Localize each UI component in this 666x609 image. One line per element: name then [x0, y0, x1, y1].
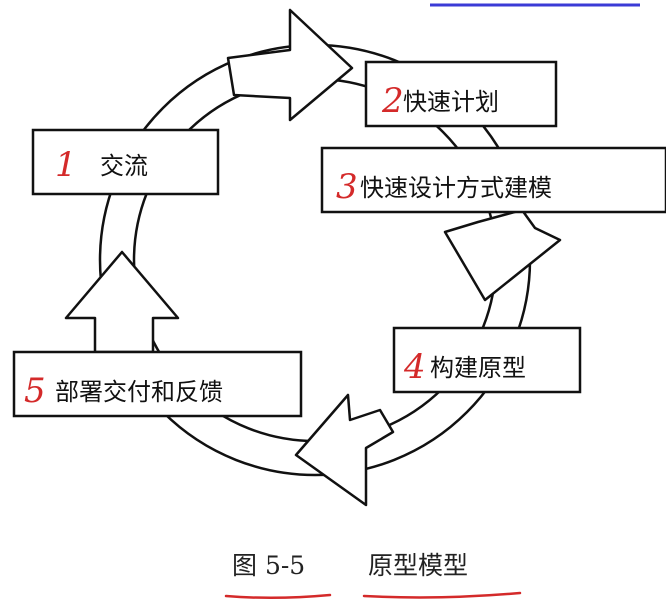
arrow-to-step-1-icon	[64, 250, 180, 354]
step-box-4: 4 构建原型	[392, 326, 582, 394]
step-number-1: 1	[55, 145, 77, 185]
arrow-to-step-4-icon	[443, 208, 562, 302]
step-number-4: 4	[403, 347, 426, 387]
arrow-to-step-5-icon	[294, 393, 395, 507]
step-label-3: 快速设计方式建模	[360, 174, 552, 202]
figure-title: 原型模型	[368, 551, 468, 580]
step-label-5: 部署交付和反馈	[55, 378, 223, 406]
figure-number: 图 5-5	[232, 551, 305, 580]
step-number-2: 2	[381, 81, 404, 121]
step-number-3: 3	[336, 167, 358, 207]
step-box-1: 1 交流	[31, 128, 220, 196]
step-label-4: 构建原型	[430, 354, 526, 382]
step-box-5: 5 部署交付和反馈	[12, 350, 303, 418]
figure-number-underline	[224, 593, 332, 600]
step-label-1: 交流	[100, 152, 148, 180]
arrow-to-step-2-icon	[226, 8, 354, 122]
step-box-2: 2 快速计划	[364, 60, 558, 128]
figure-title-underline	[362, 591, 522, 599]
step-box-3: 3 快速设计方式建模	[320, 146, 666, 214]
figure-caption: 图 5-5 原型模型	[224, 551, 522, 600]
step-number-5: 5	[24, 371, 46, 411]
step-label-2: 快速计划	[403, 88, 499, 116]
